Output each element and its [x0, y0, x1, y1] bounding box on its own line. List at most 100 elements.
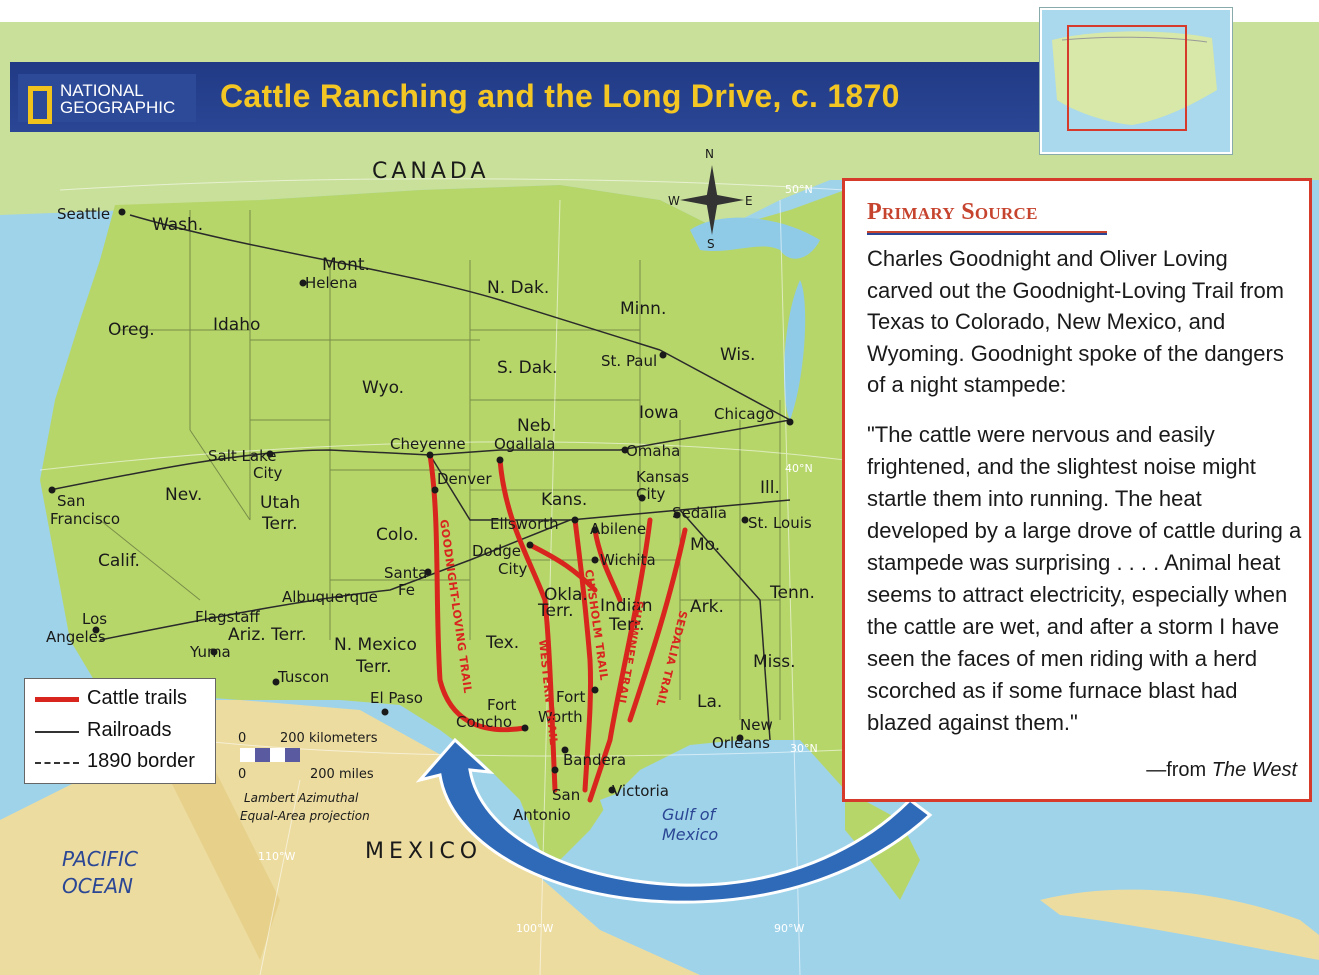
city-dodge-1: Dodge	[472, 542, 521, 560]
city-kc-2: City	[636, 485, 666, 503]
western-trail	[497, 457, 558, 793]
locator-frame	[1067, 25, 1187, 131]
map-legend: Cattle trails Railroads 1890 border	[24, 678, 216, 784]
sedalia-trail	[627, 527, 688, 723]
city-salt-2: City	[253, 464, 283, 482]
label-pacific-2: OCEAN	[62, 874, 133, 898]
city-kc-1: Kansas	[636, 468, 689, 486]
state-nmex-2: Terr.	[355, 657, 391, 677]
legend-item-1890-border: 1890 border	[35, 747, 215, 777]
state-la: La.	[697, 692, 722, 712]
cite-title: The West	[1211, 759, 1297, 781]
city-fortconcho-2: Concho	[456, 713, 512, 731]
label-lat-40: 40°N	[785, 462, 813, 475]
state-okla-2: Terr.	[537, 601, 573, 621]
state-wash: Wash.	[152, 215, 203, 235]
primary-source-quote: "The cattle were nervous and easily frig…	[867, 422, 1302, 735]
cuba	[1040, 889, 1319, 960]
city-cheyenne: Cheyenne	[390, 435, 466, 453]
city-elpaso: El Paso	[370, 689, 423, 707]
state-wis: Wis.	[720, 345, 755, 365]
compass-e: E	[745, 194, 753, 208]
city-bandera: Bandera	[563, 751, 626, 769]
border-swatch	[35, 762, 79, 764]
city-ogallala: Ogallala	[494, 435, 555, 453]
city-denver: Denver	[437, 470, 492, 488]
label-lon-90: 90°W	[774, 922, 804, 935]
city-albuquerque: Albuquerque	[282, 588, 378, 606]
city-sedalia: Sedalia	[672, 504, 727, 522]
label-lat-30: 30°N	[790, 742, 818, 755]
compass-rose: N S E W	[668, 147, 753, 251]
state-ill: Ill.	[760, 478, 780, 498]
city-sanfran-2: Francisco	[50, 510, 120, 528]
city-la-2: Angeles	[46, 628, 106, 646]
scale-mi-zero: 0	[238, 767, 246, 782]
state-ariz: Ariz. Terr.	[228, 625, 307, 645]
state-labels: Wash. Oreg. Idaho Mont. Wyo. Nev. Utah T…	[98, 215, 815, 712]
state-indian-1: Indian	[600, 596, 653, 616]
logo-line-1: NATIONAL	[60, 81, 144, 100]
map-title: Cattle Ranching and the Long Drive, c. 1…	[220, 78, 900, 114]
city-labels: Seattle Helena Salt Lake City San Franci…	[46, 205, 812, 824]
locator-inset-svg	[1052, 25, 1217, 131]
state-calif: Calif.	[98, 551, 140, 571]
scale-projection-1: Lambert Azimuthal	[244, 791, 359, 805]
city-fortconcho-1: Fort	[487, 696, 516, 714]
texas-arrow	[415, 737, 933, 904]
city-flagstaff: Flagstaff	[195, 608, 260, 626]
city-victoria: Victoria	[612, 782, 669, 800]
nat-geo-rectangle-icon	[28, 86, 52, 124]
legend-label-cattle-trails: Cattle trails	[87, 687, 188, 709]
cattle-trails	[427, 452, 688, 803]
city-ellsworth: Ellsworth	[490, 515, 559, 533]
label-canada: CANADA	[372, 159, 490, 184]
state-oreg: Oreg.	[108, 320, 155, 340]
label-lon-110: 110°W	[258, 850, 295, 863]
city-fortworth-1: Fort	[556, 688, 585, 706]
city-abilene: Abilene	[590, 520, 646, 538]
chisholm-trail	[572, 517, 594, 793]
legend-item-railroads: Railroads	[35, 716, 215, 746]
state-utah: Utah	[260, 493, 300, 513]
state-tex: Tex.	[485, 633, 519, 653]
state-ark: Ark.	[690, 597, 724, 617]
city-stlouis: St. Louis	[748, 514, 812, 532]
compass-n: N	[705, 147, 714, 161]
city-fortworth-2: Worth	[538, 708, 583, 726]
railroads	[49, 214, 791, 741]
city-neworleans-2: Orleans	[712, 734, 770, 752]
scale-bar: 0 200 kilometers 0 200 miles Lambert Azi…	[238, 731, 378, 823]
state-colo: Colo.	[376, 525, 419, 545]
city-santafe-2: Fe	[398, 581, 415, 599]
scale-projection-2: Equal-Area projection	[240, 809, 370, 823]
railroad-swatch	[35, 731, 79, 733]
goodnight-loving-trail	[427, 452, 528, 733]
state-iowa: Iowa	[639, 403, 679, 423]
state-neb: Neb.	[517, 416, 556, 436]
city-omaha: Omaha	[626, 442, 680, 460]
legend-item-cattle-trails: Cattle trails	[35, 684, 215, 714]
city-sanantonio-2: Antonio	[513, 806, 571, 824]
city-sanantonio-1: San	[552, 786, 580, 804]
scale-km-zero: 0	[238, 731, 246, 746]
cite-prefix: —from	[1146, 759, 1212, 781]
label-gulf-1: Gulf of	[662, 805, 717, 824]
primary-source-panel: Primary Source Charles Goodnight and Oli…	[842, 178, 1312, 802]
gulf-water	[600, 760, 845, 975]
primary-source-citation: —from The West	[1146, 759, 1297, 782]
city-seattle: Seattle	[57, 205, 110, 223]
state-kans: Kans.	[541, 490, 587, 510]
city-salt-1: Salt Lake	[208, 447, 276, 465]
city-dodge-2: City	[498, 560, 528, 578]
cattle-trail-swatch	[35, 697, 79, 702]
title-banner: NATIONAL GEOGRAPHIC Cattle Ranching and …	[10, 62, 1040, 132]
state-ndak: N. Dak.	[487, 278, 549, 298]
city-stpaul: St. Paul	[601, 352, 657, 370]
city-yuma: Yuma	[189, 643, 231, 661]
state-mont: Mont.	[322, 255, 370, 275]
state-miss: Miss.	[753, 652, 796, 672]
state-sdak: S. Dak.	[497, 358, 557, 378]
label-pacific-1: PACIFIC	[62, 847, 138, 871]
label-mexico: MEXICO	[365, 839, 482, 864]
